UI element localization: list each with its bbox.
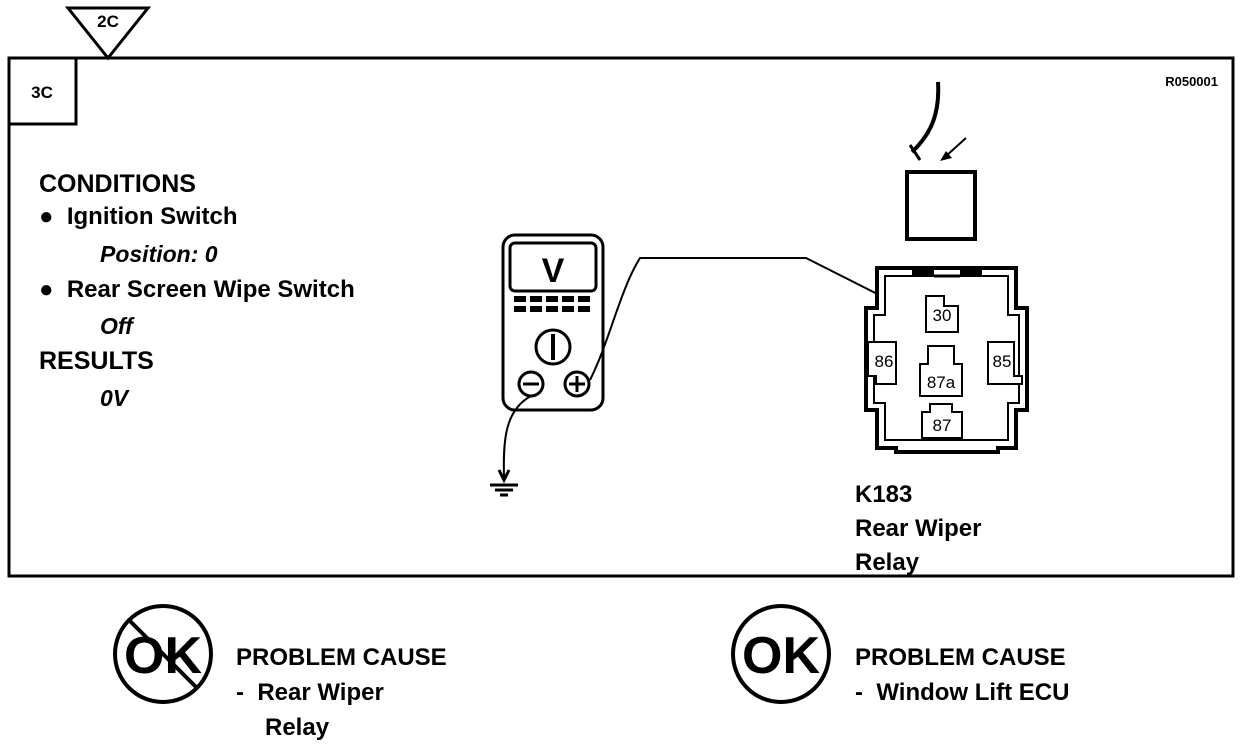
- ok-badge-text: OK: [742, 627, 820, 685]
- relay-caption: K183 Rear Wiper Relay: [855, 478, 982, 580]
- positive-terminal-icon: [563, 370, 591, 398]
- reference-code: R050001: [1165, 74, 1218, 89]
- pin-30-label: 30: [933, 306, 952, 325]
- outcome-ok-heading: PROBLEM CAUSE: [855, 644, 1066, 671]
- relay-pin-85: 85: [987, 341, 1023, 385]
- step-box: 3C: [7, 56, 78, 126]
- relay-pin-30: 30: [925, 295, 959, 333]
- bullet-icon: ●: [39, 203, 54, 230]
- removal-arrow-icon: [940, 137, 967, 161]
- negative-terminal-icon: [517, 370, 545, 398]
- negative-probe-lead: [502, 395, 532, 479]
- pin-87-label: 87: [933, 416, 952, 435]
- condition-label-ignition: Ignition Switch: [66, 203, 238, 230]
- outcome-not-ok: PROBLEM CAUSE - Rear Wiper Relay: [236, 640, 447, 745]
- step-box-label: 3C: [31, 83, 53, 102]
- conditions-heading: CONDITIONS: [39, 170, 196, 198]
- condition-value-ignition: Position: 0: [100, 241, 218, 267]
- relay-removed-cable-end: [908, 144, 922, 161]
- relay-removed-cable: [910, 81, 941, 154]
- meter-dial: [534, 328, 572, 366]
- results-value: 0V: [100, 385, 129, 411]
- relay-pin-86: 86: [867, 341, 897, 385]
- ok-crossed-badge: OK: [113, 604, 213, 704]
- relay-name-line2: Relay: [855, 549, 920, 576]
- pin-87a-label: 87a: [927, 373, 956, 392]
- relay-id: K183: [855, 481, 913, 508]
- ok-badge: OK: [731, 604, 831, 704]
- outcome-ok-line1: - Window Lift ECU: [855, 679, 1070, 706]
- pin-85-label: 85: [993, 352, 1012, 371]
- condition-value-wipe-switch: Off: [100, 313, 133, 339]
- meter-display-value: V: [542, 252, 565, 290]
- pin-86-label: 86: [875, 352, 894, 371]
- condition-item-wipe-switch: ● Rear Screen Wipe Switch: [39, 276, 355, 304]
- condition-label-wipe-switch: Rear Screen Wipe Switch: [66, 276, 355, 303]
- outcome-ok: PROBLEM CAUSE - Window Lift ECU: [855, 640, 1069, 710]
- positive-probe-lead: [589, 257, 926, 381]
- condition-item-ignition: ● Ignition Switch: [39, 203, 238, 231]
- meter-screen: [508, 241, 598, 293]
- ground-icon: [490, 469, 518, 497]
- outcome-not-ok-heading: PROBLEM CAUSE: [236, 644, 447, 671]
- relay-pin-87: 87: [921, 403, 963, 439]
- multimeter: V: [501, 233, 605, 412]
- relay-pin-87a: 87a: [919, 345, 963, 397]
- outcome-not-ok-line1: - Rear Wiper: [236, 679, 384, 706]
- bullet-icon: ●: [39, 276, 54, 303]
- ok-cross-line: [127, 618, 199, 690]
- relay-socket: 30 86 87a 85 87: [864, 266, 1029, 454]
- results-heading: RESULTS: [39, 347, 154, 375]
- top-tab-label: 2C: [97, 12, 119, 31]
- meter-buttons: [514, 296, 590, 312]
- outcome-not-ok-line2: Relay: [265, 714, 330, 741]
- main-frame: [7, 56, 1235, 578]
- relay-name-line1: Rear Wiper: [855, 515, 982, 542]
- relay-removed-box: [905, 170, 977, 241]
- top-tab-triangle: 2C: [64, 6, 152, 61]
